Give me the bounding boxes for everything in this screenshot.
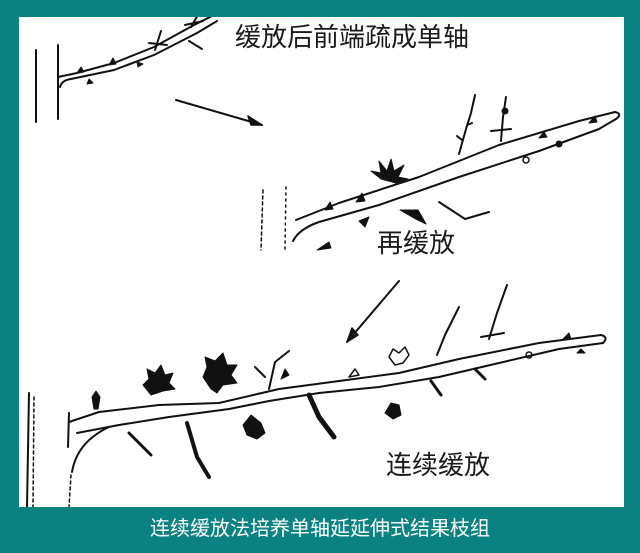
arrow-stage1-to-stage2-icon bbox=[175, 99, 263, 126]
branch-drawings bbox=[26, 17, 621, 507]
stage-1-label: 缓放后前端疏成单轴 bbox=[235, 23, 470, 53]
arrow-stage2-to-stage3-icon bbox=[346, 280, 400, 343]
stage-1-branch-drawing bbox=[35, 17, 218, 123]
figure-caption: 连续缓放法培养单轴延延伸式结果枝组 bbox=[150, 516, 490, 540]
diagram-panel: 缓放后前端疏成单轴 再缓放 连续缓放 bbox=[19, 17, 624, 507]
stage-2-label: 再缓放 bbox=[377, 229, 456, 259]
stage-3-label: 连续缓放 bbox=[386, 451, 491, 481]
stage-3-branch-drawing bbox=[26, 284, 607, 507]
stage-2-branch-drawing bbox=[260, 94, 621, 251]
